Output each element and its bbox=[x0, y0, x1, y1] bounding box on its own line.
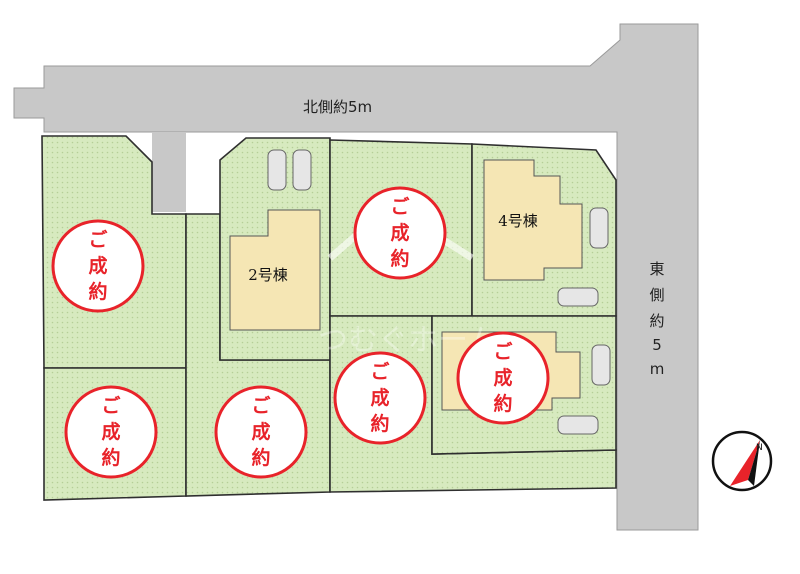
sold-stamp: ご 成 約 bbox=[51, 219, 145, 313]
svg-text:約: 約 bbox=[649, 312, 664, 330]
svg-text:ご: ご bbox=[370, 360, 389, 383]
sold-stamp: ご 成 約 bbox=[333, 351, 427, 445]
svg-text:N: N bbox=[756, 443, 763, 453]
svg-text:ご: ご bbox=[390, 195, 409, 218]
svg-text:成: 成 bbox=[88, 254, 107, 277]
svg-text:約: 約 bbox=[101, 446, 120, 469]
car-icon bbox=[292, 149, 312, 191]
svg-text:ご: ご bbox=[251, 394, 270, 417]
car-icon bbox=[591, 344, 611, 386]
svg-text:ご: ご bbox=[88, 228, 107, 251]
parking-cars bbox=[267, 149, 611, 435]
car-icon bbox=[557, 287, 599, 307]
east-road-label: 東 側 約 5 m bbox=[649, 260, 664, 378]
building-2-label: 2号棟 bbox=[248, 266, 288, 284]
svg-text:ご: ご bbox=[101, 394, 120, 417]
car-icon bbox=[267, 149, 287, 191]
north-road bbox=[13, 23, 699, 531]
car-icon bbox=[557, 415, 599, 435]
sold-stamp: ご 成 約 bbox=[353, 186, 447, 280]
svg-text:ご: ご bbox=[493, 340, 512, 363]
sold-stamp: ご 成 約 bbox=[64, 385, 158, 479]
north-road-notch bbox=[152, 132, 186, 212]
svg-text:約: 約 bbox=[370, 412, 389, 435]
svg-text:m: m bbox=[650, 360, 665, 378]
svg-text:成: 成 bbox=[370, 386, 389, 409]
svg-text:成: 成 bbox=[390, 221, 409, 244]
svg-text:5: 5 bbox=[652, 336, 662, 354]
svg-text:成: 成 bbox=[493, 366, 512, 389]
car-icon bbox=[589, 207, 609, 249]
svg-text:約: 約 bbox=[390, 247, 409, 270]
building-2 bbox=[229, 209, 321, 331]
svg-text:東: 東 bbox=[649, 260, 664, 278]
sold-stamp: ご 成 約 bbox=[214, 385, 308, 479]
svg-text:約: 約 bbox=[251, 446, 270, 469]
north-road-label: 北側約5m bbox=[303, 98, 372, 116]
svg-text:成: 成 bbox=[101, 420, 120, 443]
building-4-label: 4号棟 bbox=[498, 212, 538, 230]
sold-stamp: ご 成 約 bbox=[456, 331, 550, 425]
svg-text:成: 成 bbox=[251, 420, 270, 443]
north-arrow-compass: N bbox=[711, 430, 773, 492]
svg-text:約: 約 bbox=[493, 392, 512, 415]
building-4 bbox=[483, 159, 583, 281]
svg-text:約: 約 bbox=[88, 280, 107, 303]
svg-text:側: 側 bbox=[649, 286, 664, 304]
